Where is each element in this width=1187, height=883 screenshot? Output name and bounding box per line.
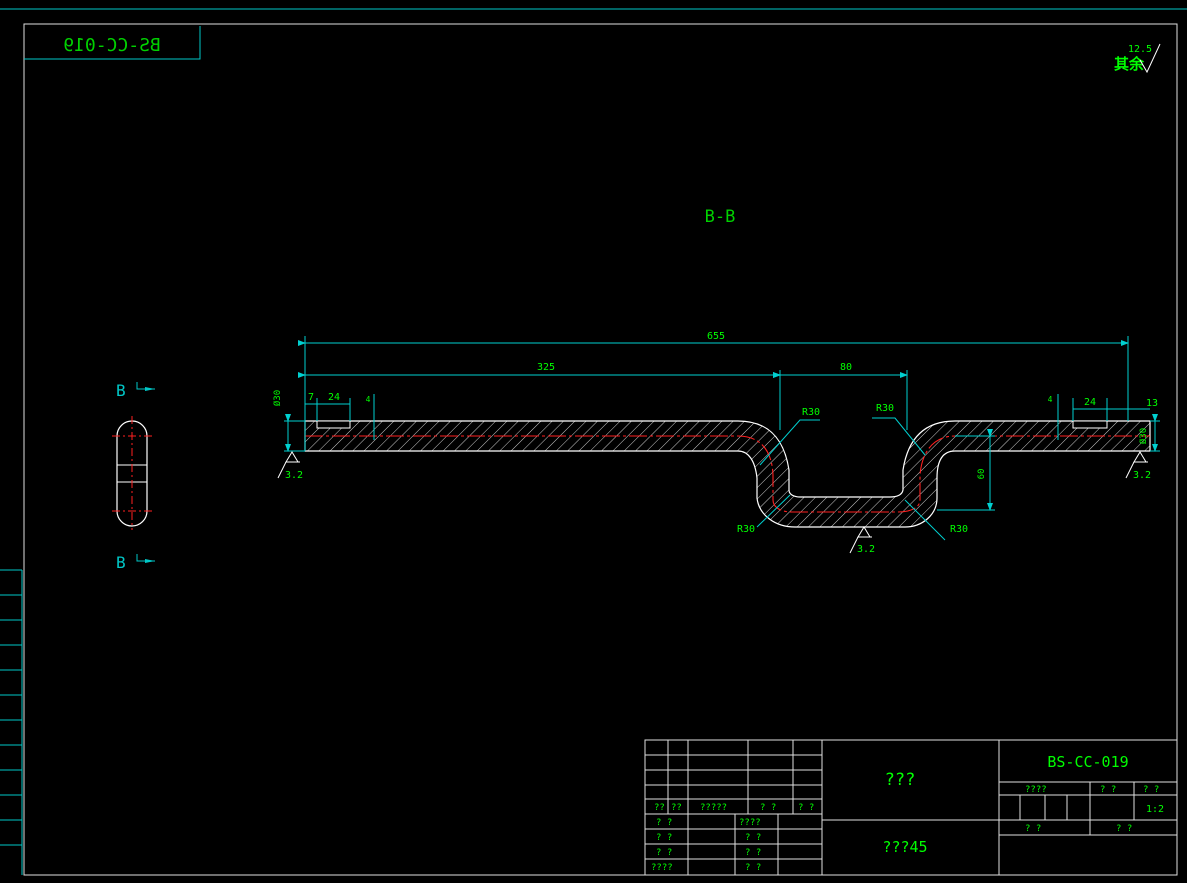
dim-drop-depth: 60 xyxy=(977,469,987,480)
dim-radius-top-left: R30 xyxy=(802,407,820,418)
dim-left-slot-depth: 4 xyxy=(366,395,371,404)
part-name: ??? xyxy=(885,770,916,790)
section-label: B-B xyxy=(705,207,736,227)
right-bottom-label-1: ? ? xyxy=(1025,824,1041,834)
header-label-5: ? ? xyxy=(798,803,814,813)
section-marker-top: B xyxy=(116,381,126,400)
right-slot xyxy=(1072,420,1108,429)
surface-symbols: 3.2 3.2 3.2 xyxy=(277,451,1151,555)
roughness-note: 其余 12.5 xyxy=(1114,43,1161,74)
mid-lower-label-4: ? ? xyxy=(745,863,761,873)
part-section xyxy=(304,420,1151,528)
header-label-3: ????? xyxy=(700,803,727,813)
surface-bottom-value: 3.2 xyxy=(857,544,875,555)
mid-lower-label-1: ???? xyxy=(739,818,761,828)
title-drawing-number: BS-CC-019 xyxy=(1047,753,1128,771)
lower-left-label-1: ? ? xyxy=(656,818,672,828)
dimensions xyxy=(284,336,1160,541)
lower-left-label-4: ???? xyxy=(651,863,673,873)
dim-left-length: 325 xyxy=(537,362,555,373)
dim-thickness-right: Ø30 xyxy=(1138,428,1149,444)
mirrored-number-box: BS-CC-019 xyxy=(24,26,201,60)
hatched-profile xyxy=(304,420,1151,528)
part-centerline xyxy=(305,435,1150,513)
mid-lower-label-3: ? ? xyxy=(745,848,761,858)
dim-left-offset: 7 xyxy=(308,392,314,403)
dimension-texts: 655 325 80 7 24 4 4 24 13 Ø30 Ø30 60 R30… xyxy=(272,331,1158,535)
left-slot xyxy=(316,420,351,429)
right-row-label-1: ???? xyxy=(1025,785,1047,795)
lower-left-label-3: ? ? xyxy=(656,848,672,858)
dim-radius-bottom-right: R30 xyxy=(950,524,968,535)
section-arrow-bottom-icon xyxy=(145,559,155,563)
right-bottom-label-2: ? ? xyxy=(1116,824,1132,834)
right-row-label-3: ? ? xyxy=(1143,785,1159,795)
dim-radius-bottom-left: R30 xyxy=(737,524,755,535)
surface-right-value: 3.2 xyxy=(1133,470,1151,481)
dim-radius-top-right: R30 xyxy=(876,403,894,414)
end-view: B B xyxy=(112,381,155,572)
left-edge-strip xyxy=(0,569,23,875)
roughness-check-icon xyxy=(1139,43,1161,74)
section-marker-bottom: B xyxy=(116,553,126,572)
material: ???45 xyxy=(882,838,927,856)
dim-right-slot: 24 xyxy=(1084,397,1096,408)
roughness-other-label: 其余 xyxy=(1114,55,1145,73)
drawing-frame xyxy=(23,23,1178,876)
header-label-2: ?? xyxy=(671,803,682,813)
right-row-label-2: ? ? xyxy=(1100,785,1116,795)
dim-thickness-left: Ø30 xyxy=(272,390,283,406)
header-label-1: ?? xyxy=(654,803,665,813)
surface-left-value: 3.2 xyxy=(285,470,303,481)
roughness-value: 12.5 xyxy=(1128,44,1152,55)
dim-left-slot: 24 xyxy=(328,392,340,403)
dim-right-slot-depth: 4 xyxy=(1048,395,1053,404)
title-block xyxy=(644,739,1178,876)
header-label-4: ? ? xyxy=(760,803,776,813)
mid-lower-label-2: ? ? xyxy=(745,833,761,843)
section-arrow-top-icon xyxy=(145,387,155,391)
mirrored-drawing-number: BS-CC-019 xyxy=(63,35,161,56)
lower-left-label-2: ? ? xyxy=(656,833,672,843)
title-block-texts: ??? ???45 BS-CC-019 1:2 ?? ?? ???? ? ? ? … xyxy=(651,753,1164,873)
dim-center-width: 80 xyxy=(840,362,852,373)
scale: 1:2 xyxy=(1146,804,1164,815)
dim-overall-length: 655 xyxy=(707,331,725,342)
dim-right-offset: 13 xyxy=(1146,398,1158,409)
